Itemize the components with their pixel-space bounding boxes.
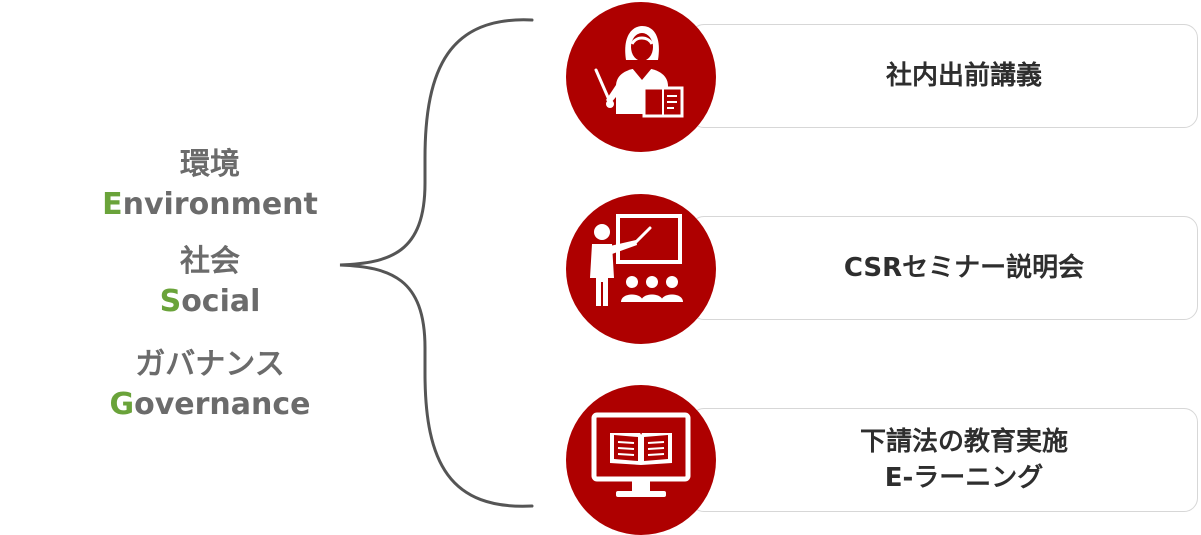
esg-governance-rest: overnance — [134, 387, 311, 422]
esg-governance: ガバナンス Governance — [60, 345, 360, 425]
item-card-lecture: 社内出前講義 — [690, 24, 1198, 128]
item-label-line: CSRセミナー説明会 — [843, 253, 1085, 283]
icon-circle-elearning — [566, 385, 716, 535]
icon-circle-lecture — [566, 2, 716, 152]
esg-social-initial: S — [159, 284, 182, 319]
curly-brace — [339, 18, 534, 508]
item-label-line: 下請法の教育実施 — [859, 427, 1068, 457]
esg-social-jp: 社会 — [180, 244, 240, 279]
esg-governance-initial: G — [109, 387, 135, 422]
teacher-with-book-icon — [594, 26, 684, 118]
item-label: CSRセミナー説明会 — [691, 250, 1197, 286]
esg-environment-rest: nvironment — [122, 187, 318, 222]
item-label-line: 社内出前講義 — [885, 61, 1042, 91]
esg-social: 社会 Social — [60, 242, 360, 322]
esg-environment-jp: 環境 — [180, 147, 240, 182]
esg-environment: 環境 Environment — [60, 145, 360, 225]
item-card-elearning: 下請法の教育実施 E-ラーニング — [690, 408, 1198, 512]
item-label: 下請法の教育実施 E-ラーニング — [691, 424, 1197, 496]
esg-governance-en: Governance — [60, 385, 360, 425]
esg-social-en: Social — [60, 282, 360, 322]
esg-social-rest: ocial — [181, 284, 261, 319]
esg-environment-initial: E — [102, 187, 123, 222]
item-label-line: E-ラーニング — [884, 463, 1044, 493]
esg-governance-jp: ガバナンス — [135, 347, 285, 382]
presenter-audience-icon — [590, 214, 683, 306]
item-card-seminar: CSRセミナー説明会 — [690, 216, 1198, 320]
monitor-book-icon — [591, 412, 691, 497]
esg-environment-en: Environment — [60, 185, 360, 225]
item-label: 社内出前講義 — [691, 58, 1197, 94]
icon-circle-seminar — [566, 194, 716, 344]
